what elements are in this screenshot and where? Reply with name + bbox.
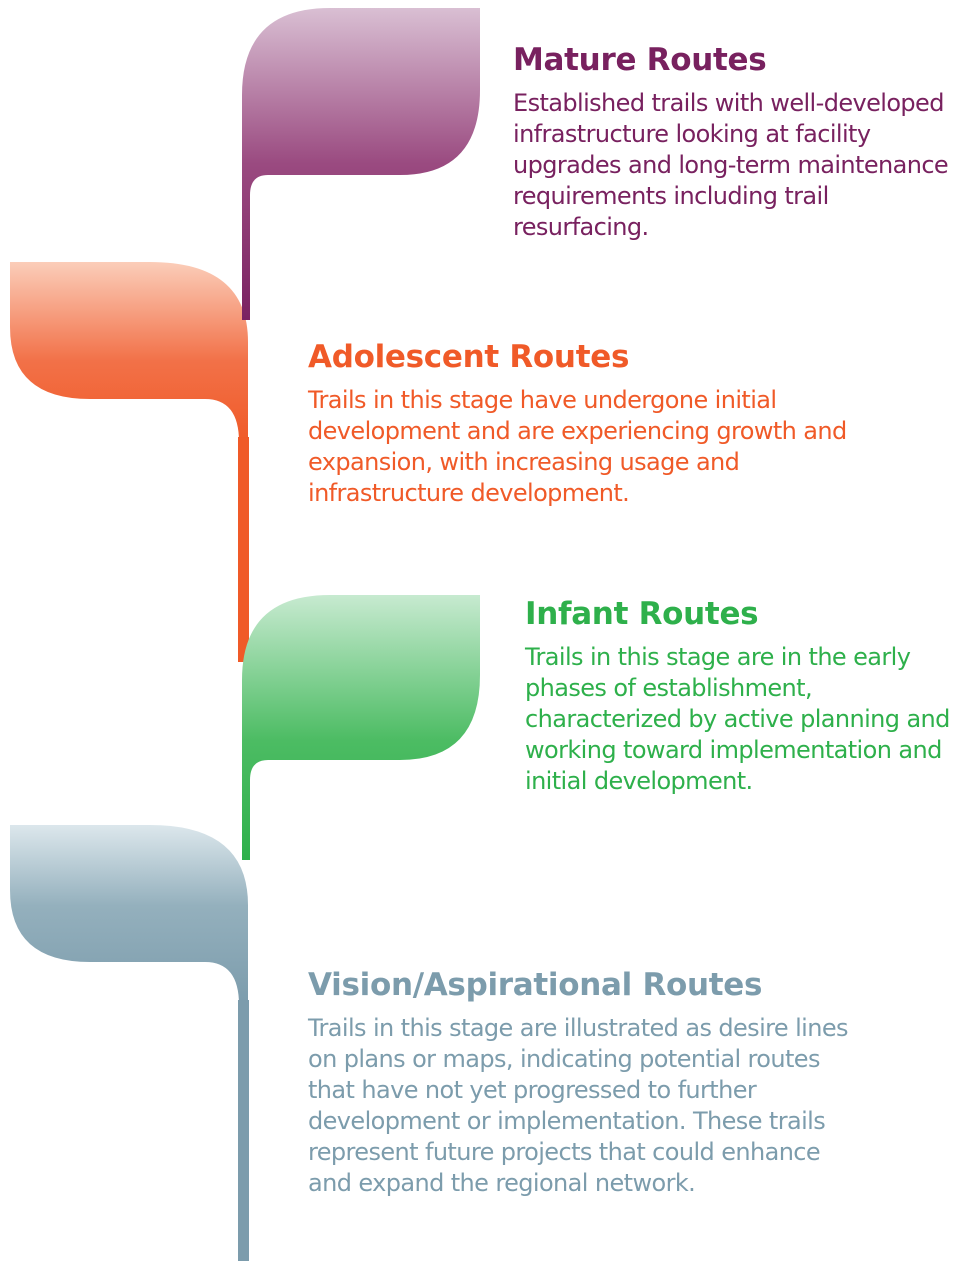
stage-description: Trails in this stage are illustrated as … [308, 1014, 849, 1197]
stage-vision: Vision/Aspirational Routes Trails in thi… [308, 965, 868, 1199]
stage-description: Trails in this stage have undergone init… [308, 386, 847, 507]
stage-title: Mature Routes [513, 42, 767, 78]
mature-leaf [242, 8, 480, 320]
stage-infant: Infant Routes Trails in this stage are i… [525, 594, 955, 797]
stage-title: Vision/Aspirational Routes [308, 967, 763, 1003]
stage-mature: Mature Routes Established trails with we… [513, 40, 963, 243]
adolescent-leaf [10, 262, 249, 662]
stage-description: Established trails with well-developed i… [513, 89, 949, 241]
stage-description: Trails in this stage are in the early ph… [525, 643, 950, 795]
stage-title: Adolescent Routes [308, 339, 630, 375]
stage-adolescent: Adolescent Routes Trails in this stage h… [308, 337, 888, 509]
vision-leaf [10, 825, 249, 1261]
stage-title: Infant Routes [525, 596, 759, 632]
infant-leaf [242, 595, 480, 860]
